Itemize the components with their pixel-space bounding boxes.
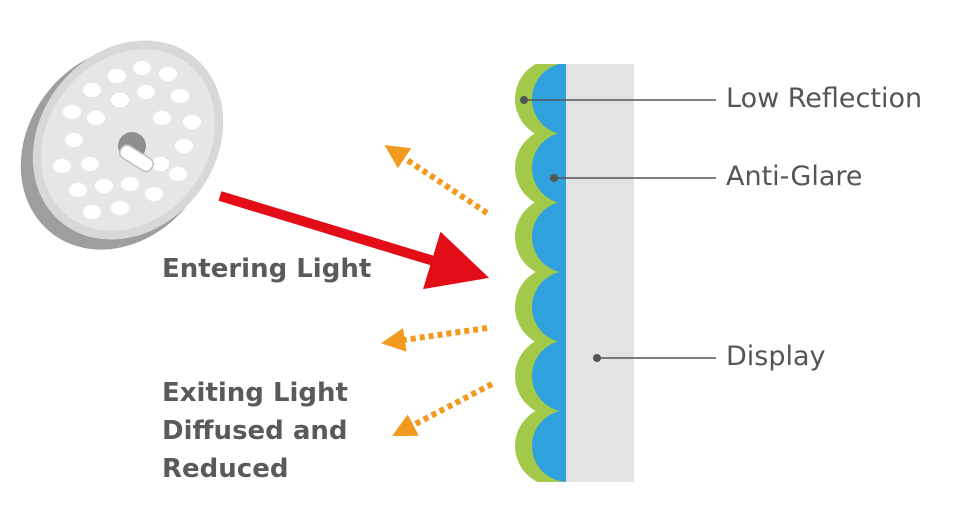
leader-dot-anti-glare bbox=[550, 174, 558, 182]
exiting-arrow-middle bbox=[381, 325, 488, 352]
exiting-light-arrows bbox=[381, 145, 494, 437]
lamp-icon bbox=[20, 40, 224, 250]
leader-lines bbox=[520, 96, 716, 362]
leader-dot-display bbox=[593, 354, 601, 362]
display-label: Display bbox=[726, 341, 826, 372]
leader-dot-low-reflection bbox=[520, 96, 528, 104]
entering-light-label: Entering Light bbox=[162, 254, 372, 284]
entering-light-arrow bbox=[218, 191, 490, 290]
exiting-light-label-line-2: Diffused and bbox=[162, 416, 348, 446]
low-reflection-label: Low Reflection bbox=[726, 83, 923, 114]
exiting-light-label-line-3: Reduced bbox=[162, 454, 289, 484]
exiting-light-label-line-1: Exiting Light bbox=[162, 378, 348, 408]
exiting-arrow-lower bbox=[392, 381, 494, 437]
exiting-light-label: Exiting Light Diffused and Reduced bbox=[162, 374, 348, 488]
exiting-arrow-upper bbox=[384, 145, 489, 216]
display-panel bbox=[562, 64, 634, 482]
anti-glare-label: Anti-Glare bbox=[726, 161, 863, 192]
